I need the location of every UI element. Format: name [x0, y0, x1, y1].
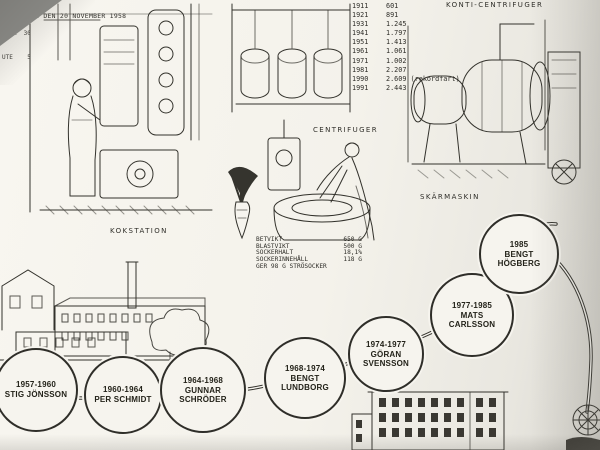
- label-centrifuger: CENTRIFUGER: [313, 126, 379, 134]
- stat-year: 1951: [352, 38, 369, 47]
- stats-row: 1911 601: [352, 2, 502, 11]
- beet-label: GER 98 G STRÖSOCKER: [256, 262, 327, 270]
- beet-value: 18,1%: [343, 249, 362, 257]
- stats-row: 1990 2.609 (rekordfart): [352, 75, 502, 84]
- stat-value: 1.797: [386, 29, 407, 38]
- beet-value: 118 G: [343, 256, 362, 264]
- kettles-illustration: [231, 3, 351, 113]
- beet-row: GER 98 G STRÖSOCKER: [256, 262, 362, 271]
- beet-row: SOCKERINNEHÅLL 118 G: [256, 256, 362, 264]
- margin-fragment: UTE 5: [2, 54, 31, 61]
- beet-label: BLASTVIKT: [256, 242, 290, 250]
- manager-circle-1960: 1960-1964 PER SCHMIDT: [84, 356, 162, 434]
- manager-years: 1974-1977: [365, 339, 407, 349]
- stat-year: 1991: [352, 83, 369, 92]
- stat-year: 1931: [352, 20, 369, 29]
- stats-row: 1971 1.002: [352, 57, 502, 66]
- beet-row: BLASTVIKT 500 G: [256, 242, 362, 251]
- stat-year: 1971: [352, 56, 369, 65]
- stat-value: 1.002: [386, 56, 407, 65]
- stat-value: 1.413: [386, 38, 407, 47]
- stat-value: 1.245: [386, 20, 407, 29]
- stat-year: 1990: [352, 74, 369, 83]
- manager-name: PER SCHMIDT: [94, 395, 152, 405]
- stats-row: 1991 2.443: [352, 84, 502, 93]
- manager-years: 1957-1960: [15, 380, 57, 390]
- manager-years: 1968-1974: [284, 363, 326, 373]
- stat-value: 2.609 (rekordfart): [386, 74, 460, 83]
- margin-fragment: MMAR 30: [2, 30, 31, 37]
- date-note: UTSLUTEN DEN 20 NOVEMBER 1958: [6, 12, 127, 20]
- beet-value: 500 G: [343, 242, 362, 250]
- label-skarmaskin: SKÄRMASKIN: [420, 193, 480, 201]
- manager-name: STIG JÖNSSON: [4, 390, 68, 400]
- manager-name: GÖRAN SVENSSON: [362, 349, 410, 368]
- manager-name: MATS CARLSSON: [448, 310, 496, 329]
- wheel-emblem-illustration: [566, 404, 600, 450]
- stat-year: 1961: [352, 47, 369, 56]
- stat-year: 1941: [352, 29, 369, 38]
- manager-circle-1985: 1985 BENGT HÖGBERG: [479, 214, 559, 294]
- stat-value: 2.443: [386, 83, 407, 92]
- stat-value: 891: [386, 11, 399, 20]
- manager-circle-1974: 1974-1977 GÖRAN SVENSSON: [348, 316, 424, 392]
- worker-illustration: [267, 119, 375, 241]
- manager-years: 1964-1968: [182, 375, 224, 385]
- beet-row: SOCKERHALT 18,1%: [256, 250, 362, 257]
- stats-row: 1961 1.061: [352, 47, 502, 56]
- beet-label: BETVIKT: [256, 236, 283, 243]
- stats-row: 1951 1.413: [352, 38, 502, 47]
- beet-value: 650 G: [343, 236, 362, 243]
- stats-row: 1941 1.797: [352, 29, 502, 38]
- manager-years: 1977-1985: [451, 300, 493, 310]
- beet-facts: BETVIKT 650 G BLASTVIKT 500 G SOCKERHALT 18…: [256, 236, 362, 271]
- factory-illustration: [0, 261, 216, 363]
- manager-circle-1957: 1957-1960 STIG JÖNSSON: [0, 348, 78, 432]
- manager-circle-1968: 1968-1974 BENGT LUNDBORG: [264, 337, 346, 419]
- manager-name: BENGT LUNDBORG: [281, 373, 329, 392]
- manager-name: BENGT HÖGBERG: [497, 249, 541, 268]
- beet-label: SOCKERHALT: [256, 249, 294, 257]
- stat-year: 1981: [352, 65, 369, 74]
- beet-row: BETVIKT 650 G: [256, 236, 362, 244]
- manager-circle-1977: 1977-1985 MATS CARLSSON: [430, 273, 514, 357]
- manager-years: 1960-1964: [102, 385, 144, 395]
- stat-value: 1.061: [386, 47, 407, 56]
- stats-row: 1931 1.245: [352, 20, 502, 29]
- kokstation-illustration: [29, 3, 213, 215]
- stats-row: 1981 2.207: [352, 66, 502, 75]
- town-building-illustration: [351, 391, 509, 450]
- stat-year: 1911: [352, 2, 369, 10]
- manager-years: 1985: [509, 239, 529, 249]
- stats-row: 1921 891: [352, 11, 502, 20]
- manager-name: GUNNAR SCHRÖDER: [179, 385, 227, 404]
- beet-label: SOCKERINNEHÅLL: [256, 256, 309, 264]
- label-konti-centrifuger: KONTI-CENTRIFUGER: [446, 1, 544, 9]
- manager-circle-1964: 1964-1968 GUNNAR SCHRÖDER: [160, 347, 246, 433]
- label-kokstation: KOKSTATION: [110, 227, 168, 235]
- stat-value: 2.207: [386, 65, 407, 74]
- konti-centrifug-illustration: [407, 19, 581, 185]
- stat-year: 1921: [352, 11, 369, 20]
- production-stats: 1911 601 1921 891 1931 1.245 1941 1.797 1951…: [352, 2, 502, 93]
- beet-illustration: [228, 166, 258, 240]
- stat-value: 601: [386, 2, 399, 10]
